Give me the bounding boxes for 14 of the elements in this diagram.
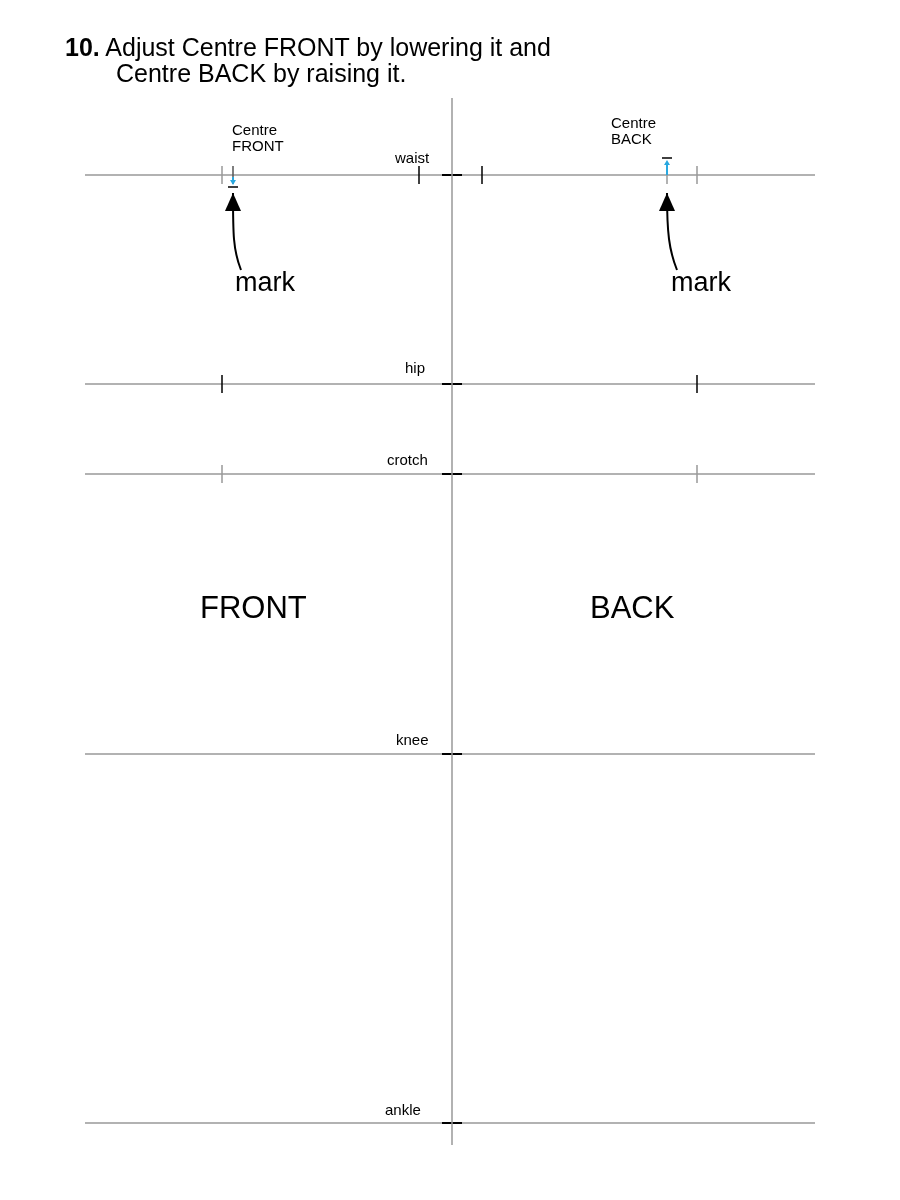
- line-label: waist: [395, 150, 430, 166]
- section-label: FRONT: [200, 592, 307, 625]
- line-label: crotch: [387, 452, 428, 468]
- centre-label: Centre BACK: [611, 115, 658, 147]
- leader-arrow: [659, 192, 678, 271]
- leader-arrow: [225, 192, 242, 271]
- centre-label: Centre FRONT: [232, 122, 285, 154]
- callout-label: mark: [235, 268, 295, 297]
- step-title: 10. Adjust Centre FRONT by lowering it and Centre BACK by raising it.: [65, 34, 552, 87]
- section-label: BACK: [590, 592, 675, 625]
- line-label: knee: [396, 732, 429, 748]
- callout-label: mark: [671, 268, 731, 297]
- line-label: ankle: [385, 1102, 421, 1118]
- line-label: hip: [405, 360, 426, 376]
